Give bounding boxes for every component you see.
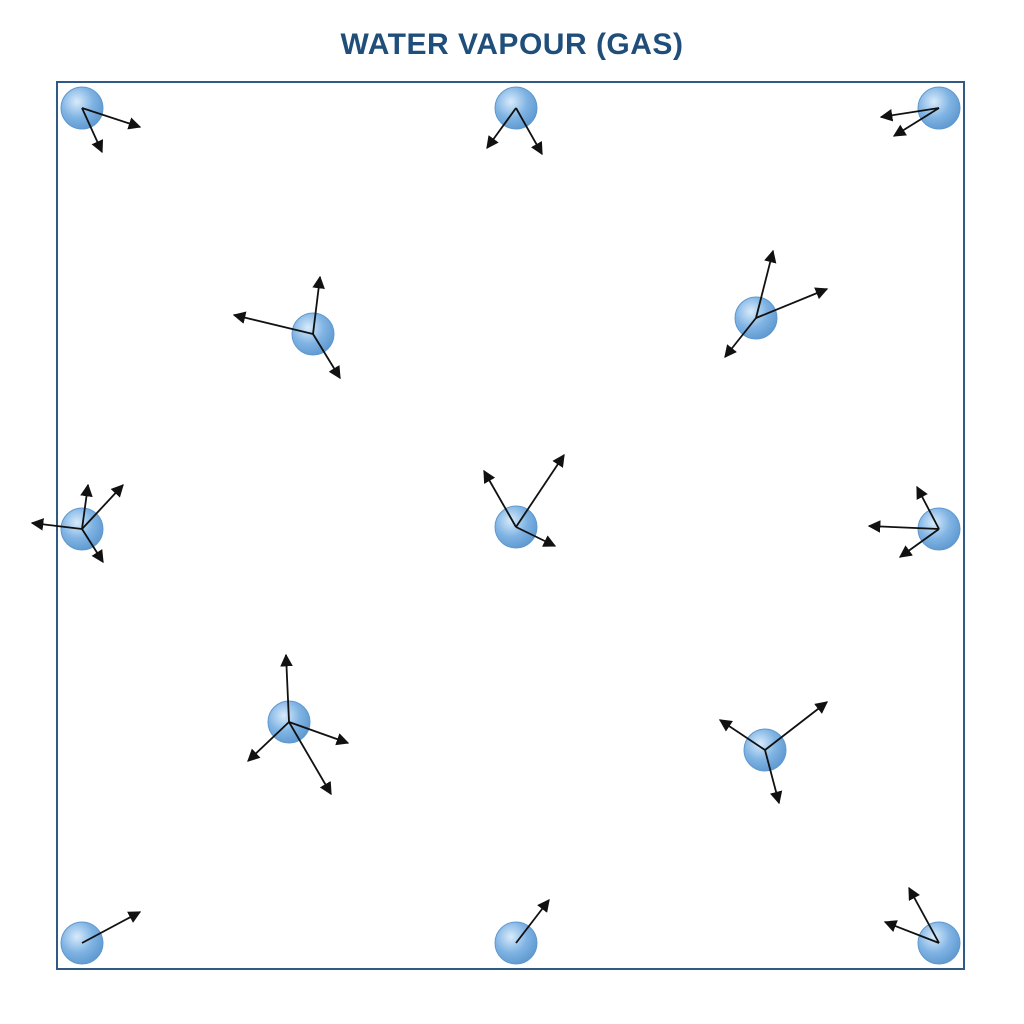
motion-arrow [916,485,940,530]
motion-arrow [898,528,940,558]
water-molecule [60,86,142,154]
motion-arrow [30,518,83,531]
motion-arrow [515,107,543,156]
motion-arrow [724,317,757,358]
motion-arrow [764,701,828,751]
motion-arrow [81,484,124,530]
water-molecule [60,911,142,965]
water-molecule [486,86,543,156]
motion-arrow [81,107,142,130]
water-molecule [718,701,828,805]
motion-arrow [483,469,517,528]
motion-arrow [232,311,314,335]
molecules-layer [30,86,961,965]
motion-arrow [81,107,104,154]
motion-arrow [718,719,766,751]
motion-arrow [81,911,142,944]
water-molecule [483,453,565,549]
motion-arrow [908,886,940,944]
motion-arrow [486,107,517,150]
motion-arrow [312,333,341,380]
motion-arrow [280,653,293,723]
motion-arrow [883,920,940,944]
motion-arrow [764,749,783,805]
motion-arrow [80,483,93,530]
motion-arrow [288,721,332,796]
motion-arrow [288,721,350,746]
water-molecule [724,249,829,358]
water-molecule [867,485,961,558]
motion-arrow [312,275,325,335]
motion-arrow [755,249,777,319]
water-molecule [883,886,961,965]
water-molecule [247,653,350,796]
water-molecule [494,899,550,965]
motion-arrow [515,899,550,944]
motion-arrow [515,526,557,547]
motion-arrow [247,721,290,762]
water-molecule [879,86,961,137]
motion-arrow [867,520,940,533]
motion-arrow [879,107,940,122]
motion-arrow [892,107,940,137]
water-molecule [232,275,341,380]
water-molecule [30,483,124,564]
diagram-title: WATER VAPOUR (GAS) [340,28,684,61]
motion-arrow [515,453,565,528]
motion-arrow [81,528,104,564]
motion-arrow [755,287,829,319]
